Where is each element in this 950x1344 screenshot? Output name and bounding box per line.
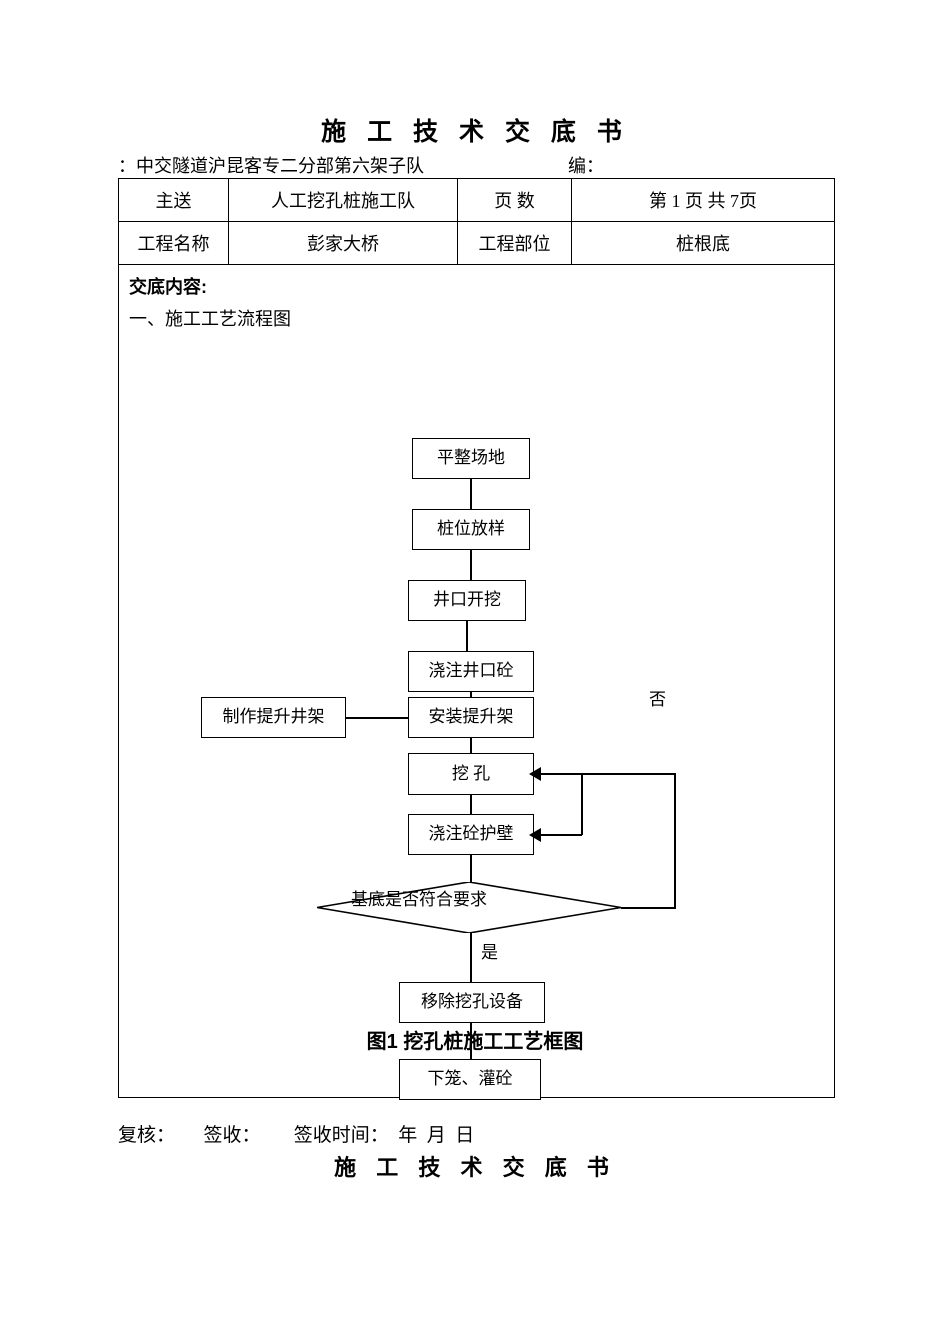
flow-arrowhead [529, 828, 541, 842]
document-title: 施 工 技 术 交 底 书 [321, 118, 629, 146]
section-heading-1: 一、施工工艺流程图 [129, 309, 291, 329]
flow-connector [470, 855, 472, 883]
flow-connector [470, 738, 472, 753]
cell-pages-value: 第 1 页 共 7页 [571, 178, 835, 222]
flow-connector [470, 795, 472, 814]
flow-loop-connector [539, 773, 675, 775]
flow-node-lower-cage-pour: 下笼、灌砼 [399, 1059, 541, 1100]
flow-connector [346, 717, 408, 719]
flow-node-pour-shaft-concrete: 浇注井口砼 [408, 651, 534, 692]
flowchart: 平整场地 桩位放样 井口开挖 浇注井口砼 制作提升井架 安装提升架 [119, 265, 831, 1100]
flow-arrowhead [529, 767, 541, 781]
flow-loop-connector [621, 907, 676, 909]
flow-node-base-check [316, 881, 622, 934]
cell-part-value: 桩根底 [571, 221, 835, 265]
table-row-content: 交底内容: 一、施工工艺流程图 平整场地 桩位放样 井口开挖 浇注井口砼 [118, 264, 835, 1100]
flow-loop-connector [539, 834, 582, 836]
flow-connector [470, 479, 472, 509]
table-row: 工程名称 彭家大桥 工程部位 桩根底 [118, 221, 835, 265]
figure-caption: 图1 挖孔桩施工工艺框图 [366, 1031, 584, 1053]
footer-signoff: 复核： 签收： 签收时间： 年 月 日 [118, 1125, 475, 1146]
flow-loop-connector [581, 773, 583, 835]
flow-loop-connector [674, 773, 676, 909]
cell-pages-label: 页 数 [457, 178, 572, 222]
organization-label: ：中交隧道沪昆客专二分部第六架子队 [118, 156, 424, 176]
header-subline: ：中交隧道沪昆客专二分部第六架子队 编： [118, 152, 830, 176]
flow-node-fabricate-hoist-frame: 制作提升井架 [201, 697, 346, 738]
cell-project-label: 工程名称 [118, 221, 229, 265]
footer-title: 施 工 技 术 交 底 书 [334, 1155, 616, 1180]
table-row: 主送 人工挖孔桩施工队 页 数 第 1 页 共 7页 [118, 178, 835, 222]
flow-node-install-hoist-frame: 安装提升架 [408, 697, 534, 738]
info-table: 主送 人工挖孔桩施工队 页 数 第 1 页 共 7页 工程名称 彭家大桥 工程部… [118, 178, 835, 1100]
flow-node-dig-hole: 挖 孔 [408, 753, 534, 795]
flow-node-remove-equipment: 移除挖孔设备 [399, 982, 545, 1023]
flow-edge-label-no: 否 [649, 690, 666, 709]
cell-project-value: 彭家大桥 [228, 221, 458, 265]
flow-connector [466, 621, 468, 651]
cell-part-label: 工程部位 [457, 221, 572, 265]
cell-recipient-value: 人工挖孔桩施工队 [228, 178, 458, 222]
flow-node-pile-setting-out: 桩位放样 [412, 509, 530, 550]
flow-connector [470, 933, 472, 996]
content-heading: 交底内容: [129, 277, 207, 297]
document-code-label: 编： [568, 156, 604, 176]
flow-node-level-ground: 平整场地 [412, 438, 530, 479]
flow-connector [470, 550, 472, 580]
flow-node-shaft-excavation: 井口开挖 [408, 580, 526, 621]
flow-node-pour-retaining-wall: 浇注砼护壁 [408, 814, 534, 855]
content-cell: 交底内容: 一、施工工艺流程图 平整场地 桩位放样 井口开挖 浇注井口砼 [118, 264, 835, 1100]
cell-recipient-label: 主送 [118, 178, 229, 222]
flow-connector [470, 1023, 472, 1059]
flow-node-base-check-label: 基底是否符合要求 [351, 890, 487, 909]
flow-edge-label-yes: 是 [481, 943, 498, 962]
